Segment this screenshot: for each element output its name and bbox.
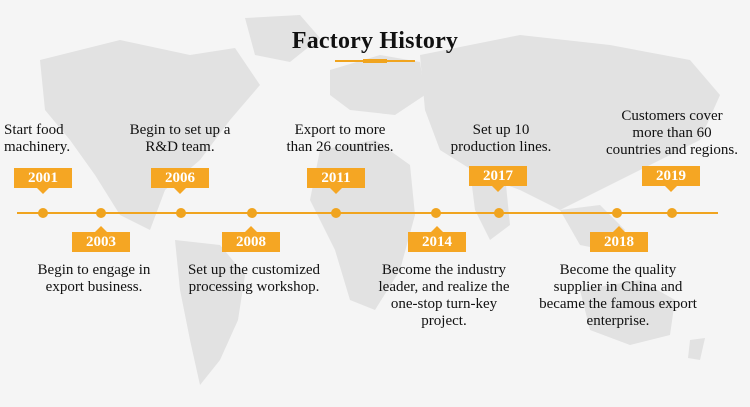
year-badge-2006: 2006 [151, 168, 209, 194]
year-badge-2003: 2003 [72, 226, 130, 252]
event-description-2003: Begin to engage in export business. [37, 262, 151, 295]
timeline-dot-2008 [247, 208, 257, 218]
timeline-dot-2018 [612, 208, 622, 218]
year-badge-2001: 2001 [14, 168, 72, 194]
timeline-dot-2006 [176, 208, 186, 218]
event-description-2017: Set up 10 production lines. [450, 122, 552, 155]
event-description-2006: Begin to set up a R&D team. [129, 122, 231, 155]
year-badge-2017: 2017 [469, 166, 527, 192]
timeline-dot-2011 [331, 208, 341, 218]
year-badge-2011: 2011 [307, 168, 365, 194]
year-badge-2014: 2014 [408, 226, 466, 252]
timeline-dot-2014 [431, 208, 441, 218]
event-description-2019: Customers cover more than 60 countries a… [605, 108, 739, 158]
page-title: Factory History [291, 28, 459, 54]
year-badge-2008: 2008 [222, 226, 280, 252]
timeline-dot-2003 [96, 208, 106, 218]
event-description-2011: Export to more than 26 countries. [286, 122, 394, 155]
timeline-dot-2017 [494, 208, 504, 218]
year-badge-2018: 2018 [590, 226, 648, 252]
timeline-dot-2001 [38, 208, 48, 218]
event-description-2008: Set up the customized processing worksho… [187, 262, 321, 295]
event-description-2018: Become the quality supplier in China and… [539, 262, 697, 329]
event-description-2014: Become the industry leader, and realize … [378, 262, 510, 329]
year-badge-2019: 2019 [642, 166, 700, 192]
timeline-axis [17, 212, 718, 214]
event-description-2001: Start food machinery. [4, 122, 71, 155]
timeline-dot-2019 [667, 208, 677, 218]
title-underline [335, 59, 415, 63]
